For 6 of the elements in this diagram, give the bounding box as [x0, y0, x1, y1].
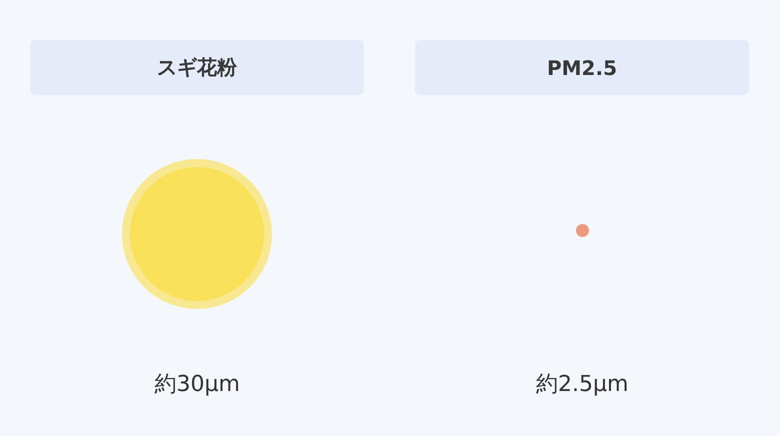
pollen-circle: [122, 159, 272, 309]
heading-text: PM2.5: [547, 56, 617, 80]
size-label: 約2.5μm: [536, 371, 628, 399]
heading-text: スギ花粉: [157, 54, 237, 81]
size-label: 約30μm: [154, 371, 240, 399]
particle-dot: [576, 224, 588, 236]
